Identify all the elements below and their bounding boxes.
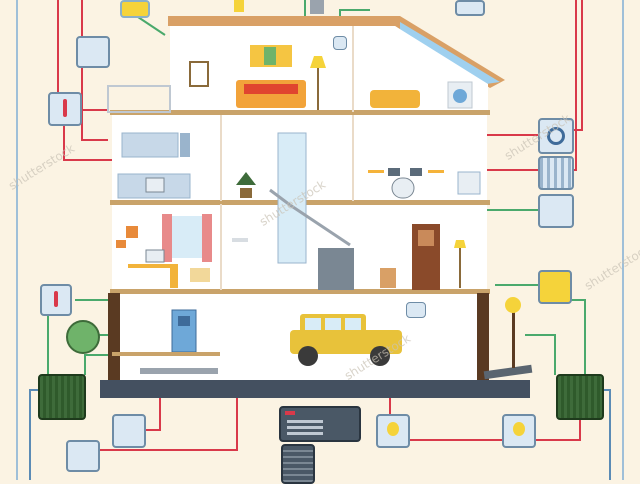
server-rack-right-icon[interactable]: [556, 374, 604, 420]
curtain-right: [202, 214, 212, 262]
stove: [145, 177, 165, 193]
hall-cabinet: [380, 268, 396, 288]
garage-ramp: [483, 364, 533, 380]
drum-tom: [388, 168, 400, 176]
server-rack-icon[interactable]: [38, 374, 86, 420]
control-panel-display: [287, 420, 323, 423]
attic-balcony-rail: [107, 85, 171, 113]
wire-blue-1: [29, 389, 40, 480]
boiler-screen: [178, 316, 190, 326]
car-window-3: [345, 318, 361, 330]
hall-lamp-shade: [454, 240, 466, 248]
staircase: [269, 188, 351, 247]
wall-right-post: [477, 293, 489, 380]
floor-lamp-attic: [317, 68, 319, 110]
thermometer-icon[interactable]: [48, 92, 82, 126]
utility-shelf: [112, 352, 220, 356]
lamp-controller-icon[interactable]: [502, 414, 536, 448]
desk-lamp: [116, 240, 126, 248]
network-rack-icon[interactable]: [281, 444, 315, 484]
top-right-device-icon[interactable]: [455, 0, 485, 16]
roof-skylight: [400, 22, 500, 84]
frame-left-line: [16, 0, 18, 480]
curtain-window: [166, 216, 208, 258]
drum-cymbal-2: [428, 170, 444, 173]
hall-lamp: [459, 248, 461, 288]
car-wheel-front: [298, 346, 318, 366]
car-window-1: [305, 318, 321, 330]
sun-sensor-icon[interactable]: [120, 0, 150, 18]
lamp-controller-bulb: [513, 422, 525, 436]
ceiling-lamp-mid: [232, 238, 248, 242]
divider-upper-1: [220, 115, 222, 201]
floor-lamp-shade: [310, 56, 326, 68]
wire-red-4: [570, 0, 583, 131]
fridge-stripe: [180, 133, 190, 157]
wire-red-2: [81, 0, 108, 141]
radiator-icon[interactable]: [538, 156, 574, 190]
bonsai-pot: [240, 188, 252, 198]
drum-kit-bass: [391, 177, 415, 199]
temperature-sensor-icon[interactable]: [40, 284, 72, 316]
divider-middle-1: [220, 204, 222, 290]
ceiling-lamp-attic: [234, 0, 244, 12]
curtain-left: [162, 214, 172, 262]
control-panel-icon[interactable]: [279, 406, 361, 442]
fan-blade: [547, 127, 565, 145]
control-panel-led: [285, 411, 295, 415]
street-lamp-bulb: [505, 297, 521, 313]
wall-left-post: [108, 293, 120, 380]
wire-green-1: [134, 14, 166, 36]
window-sensor-icon[interactable]: [112, 414, 146, 448]
ventilation-icon[interactable]: [66, 320, 100, 354]
day-night-sensor-icon[interactable]: [538, 270, 572, 304]
drum-cymbal-1: [368, 170, 384, 173]
wire-green-11: [525, 334, 556, 375]
utility-shelf-2: [140, 368, 218, 374]
street-lamp-pole: [512, 312, 515, 368]
desk: [128, 264, 178, 268]
frame-right-line: [622, 0, 624, 480]
ground-slab: [100, 380, 530, 398]
wall-socket-icon[interactable]: [333, 36, 347, 50]
garage-sensor-icon[interactable]: [406, 302, 426, 318]
air-conditioner-icon[interactable]: [76, 36, 110, 68]
slab-middle: [110, 289, 490, 294]
washing-machine-door: [453, 89, 467, 103]
painting-green: [264, 47, 276, 65]
temperature-sensor-bar: [54, 291, 58, 307]
wall-picture-kids: [126, 226, 138, 238]
fan-control-icon[interactable]: [538, 118, 574, 154]
roof: [168, 16, 505, 88]
bonsai-plant: [236, 172, 256, 185]
stair-base: [318, 248, 354, 290]
slab-attic: [110, 110, 490, 115]
speaker-alarm-icon[interactable]: [538, 194, 574, 228]
sofa-cushion: [244, 84, 298, 94]
rocking-horse: [190, 268, 210, 282]
car-wheel-back: [370, 346, 390, 366]
door-window: [418, 230, 434, 246]
wire-red-5: [480, 0, 577, 171]
radiator-wall: [457, 171, 481, 195]
divider-attic: [352, 26, 354, 112]
water-meter-icon[interactable]: [66, 440, 100, 472]
chimney: [310, 0, 324, 14]
desk-leg: [170, 264, 178, 288]
bathtub: [370, 90, 420, 108]
easel: [189, 61, 209, 87]
desk-monitor: [145, 249, 165, 263]
light-switch-bulb: [387, 422, 399, 436]
wire-green-10: [568, 299, 586, 375]
drum-tom-2: [410, 168, 422, 176]
wire-green-7: [84, 354, 108, 375]
divider-upper-2: [352, 115, 354, 201]
car-window-2: [325, 318, 341, 330]
kitchen-cabinets-upper: [121, 132, 179, 158]
thermometer-bar: [63, 99, 67, 117]
light-switch-icon[interactable]: [376, 414, 410, 448]
